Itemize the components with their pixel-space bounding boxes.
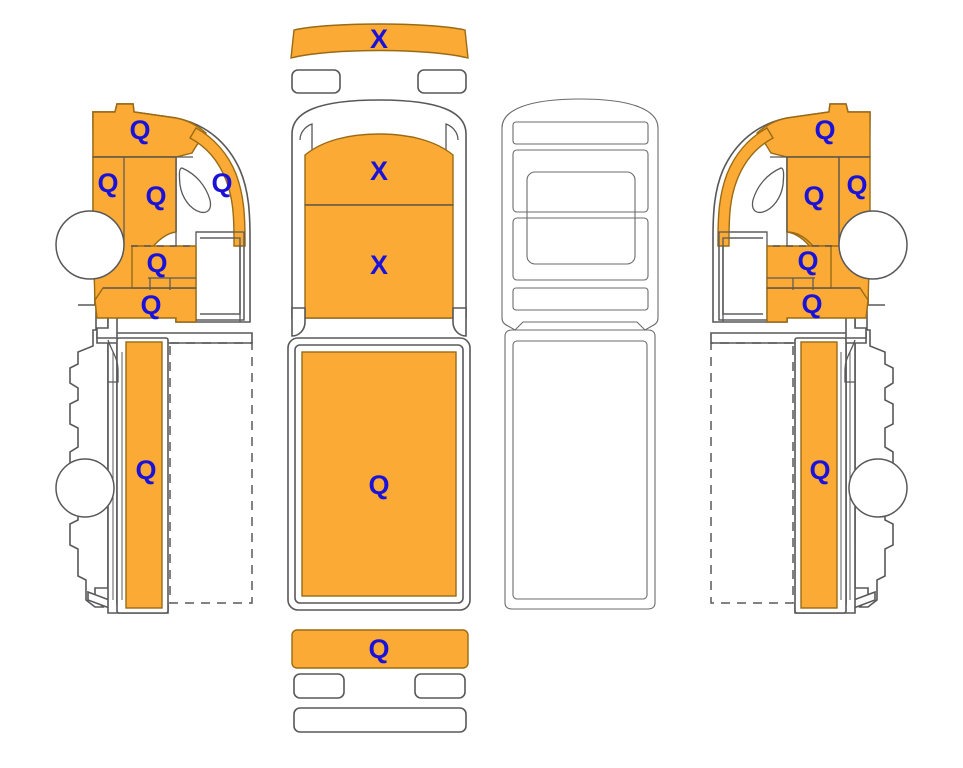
top-mirror-right	[452, 307, 467, 337]
top-cab-side-rail-right	[445, 123, 459, 318]
left-front-wheel	[55, 210, 125, 280]
view-right-side[interactable]	[710, 103, 908, 614]
view-top-front[interactable]: X X X Q Q	[287, 23, 471, 733]
rear-light-left	[293, 673, 345, 699]
marker-right-5: Q	[801, 289, 822, 319]
rear-light-right	[414, 673, 466, 699]
right-frame-rail	[854, 304, 894, 608]
marker-center-4: Q	[368, 470, 389, 500]
right-bed-floor-ghost	[710, 342, 794, 604]
front-light-left	[291, 69, 341, 94]
right-cab-divisions-overlay	[767, 156, 870, 290]
damage-left-roof-band[interactable]	[92, 103, 207, 158]
rear-bottom-strip	[512, 287, 649, 311]
right-cab-side-boxes-overlay	[718, 231, 767, 321]
top-mirror-left	[291, 307, 306, 337]
marker-left-5: Q	[146, 248, 167, 278]
left-frame-rail	[69, 304, 109, 608]
rear-upper-panel	[512, 149, 649, 213]
marker-left-3: Q	[145, 181, 166, 211]
right-rear-wheel	[848, 458, 908, 518]
damage-rear-bumper[interactable]	[291, 629, 469, 669]
rear-window	[526, 171, 636, 265]
right-side-window	[751, 167, 785, 214]
rear-top-strip	[512, 121, 649, 145]
view-left-side[interactable]: Q Q Q Q Q Q Q	[55, 103, 253, 614]
marker-center-1: X	[370, 24, 388, 54]
damage-right-roof-band[interactable]	[756, 103, 871, 158]
damage-hood-rear[interactable]	[304, 204, 454, 319]
damage-right-rocker-lower[interactable]	[766, 287, 869, 323]
damage-hood-front[interactable]	[304, 133, 454, 206]
marker-left-1: Q	[129, 115, 150, 145]
marker-center-2: X	[370, 156, 388, 186]
left-cab-divisions-overlay	[93, 156, 196, 290]
marker-left-2: Q	[97, 168, 118, 198]
right-view-markers: Q Q Q Q Q Q	[797, 115, 867, 485]
view-rear-underside[interactable]	[501, 98, 659, 610]
left-rear-wheel	[55, 458, 115, 518]
rear-bed-inner	[512, 340, 648, 600]
marker-right-6: Q	[809, 455, 830, 485]
rear-valance	[293, 707, 467, 733]
rear-cab-outline	[501, 98, 659, 331]
marker-right-2: Q	[803, 181, 824, 211]
marker-left-4: Q	[211, 168, 232, 198]
marker-right-1: Q	[814, 115, 835, 145]
marker-center-5: Q	[368, 634, 389, 664]
damage-front-bumper[interactable]	[290, 23, 469, 59]
rear-lower-panel	[512, 217, 649, 281]
marker-left-7: Q	[135, 455, 156, 485]
damage-right-bed-side-rail[interactable]	[800, 341, 838, 609]
damage-bed-floor[interactable]	[301, 351, 457, 597]
right-front-wheel	[838, 210, 908, 280]
damage-left-rocker-lower[interactable]	[94, 287, 197, 323]
front-light-right	[417, 69, 467, 94]
left-bed-arch-notch	[107, 339, 119, 383]
right-bed-arch-notch	[844, 339, 856, 383]
left-cab-side-boxes-overlay	[196, 231, 245, 321]
left-bed-floor-ghost	[169, 342, 253, 604]
marker-right-4: Q	[797, 246, 818, 276]
marker-right-3: Q	[846, 170, 867, 200]
damage-left-bed-side-rail[interactable]	[125, 341, 163, 609]
top-cab-side-rail-left	[299, 123, 313, 318]
rear-bed-outline	[504, 329, 656, 610]
marker-left-6: Q	[140, 290, 161, 320]
left-side-window	[178, 167, 212, 214]
marker-center-3: X	[370, 250, 388, 280]
